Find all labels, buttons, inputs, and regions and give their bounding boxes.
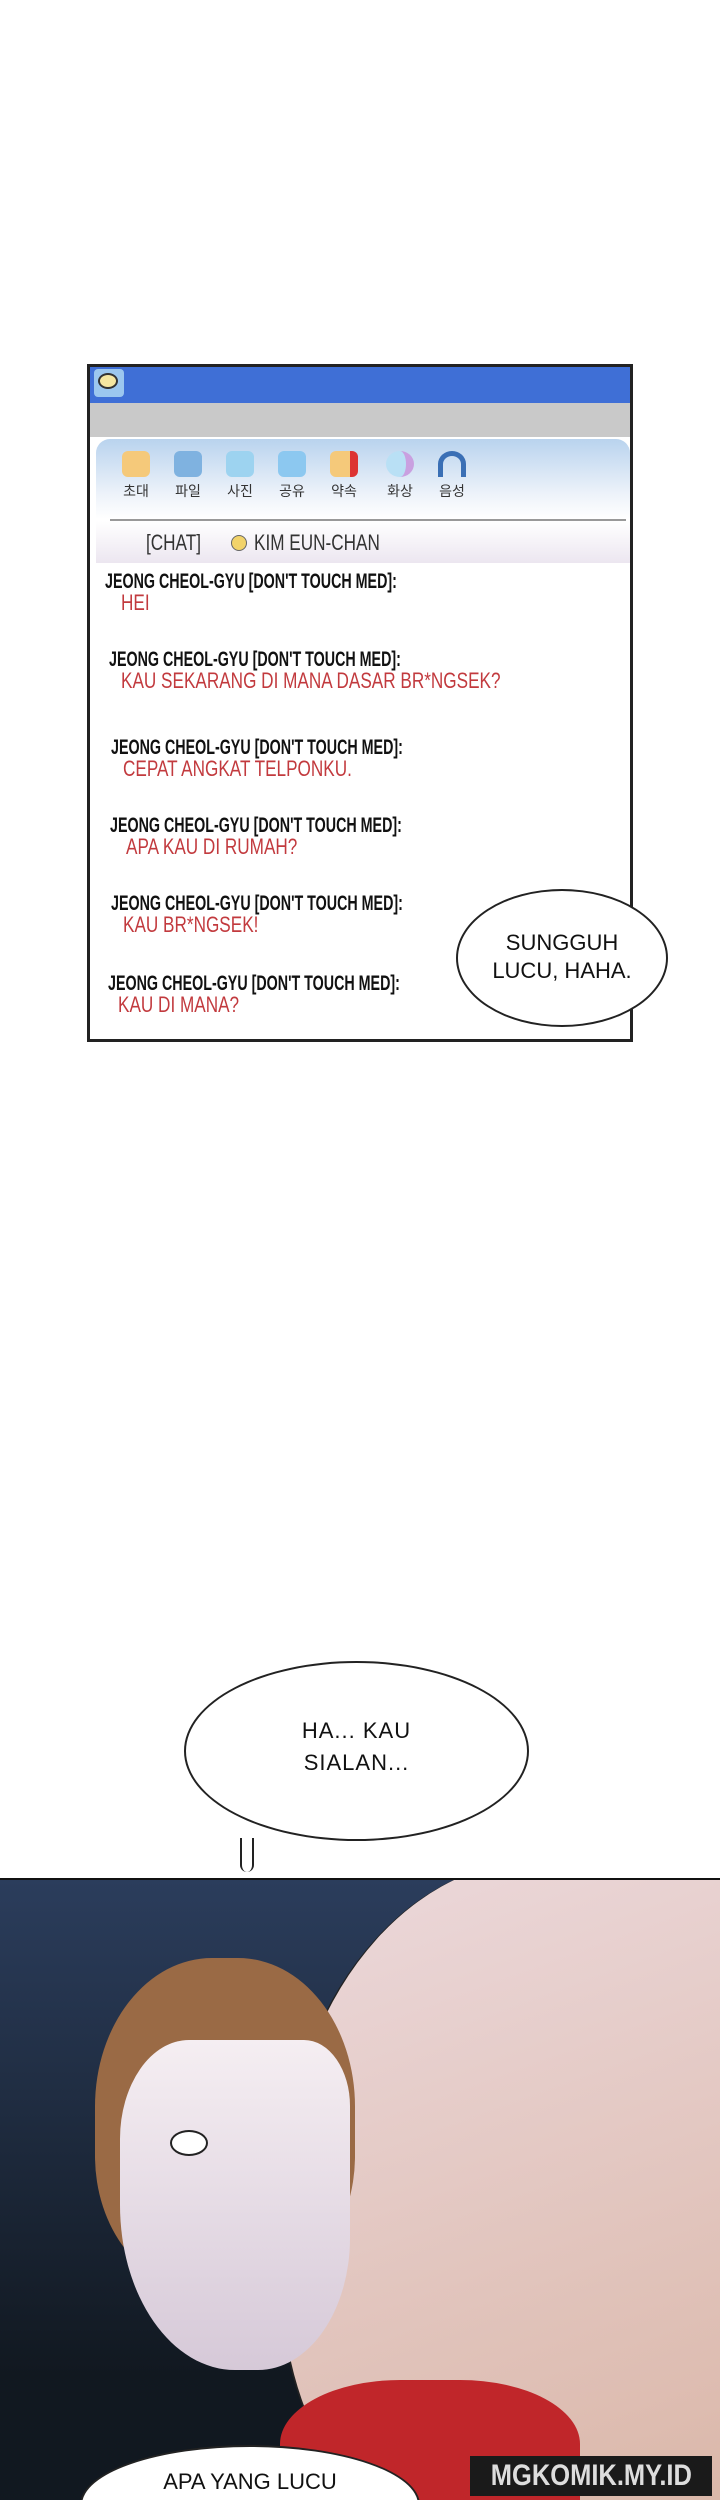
- toolbar-share-button[interactable]: 공유: [272, 451, 312, 501]
- toolbar-invite-button[interactable]: 초대: [116, 451, 156, 501]
- video-icon: [386, 451, 414, 477]
- chat-message: JEONG CHEOL-GYU [DON'T TOUCH MED]:CEPAT …: [111, 736, 403, 781]
- toolbar: 초대 파일 사진 공유 약속 화상 음성: [96, 439, 630, 519]
- chat-message: JEONG CHEOL-GYU [DON'T TOUCH MED]:KAU SE…: [109, 648, 501, 693]
- appointment-icon: [330, 451, 358, 477]
- character-eye: [170, 2130, 208, 2156]
- toolbar-photo-button[interactable]: 사진: [220, 451, 260, 501]
- menu-bar: [90, 403, 630, 437]
- toolbar-video-button[interactable]: 화상: [380, 451, 420, 501]
- photo-icon: [226, 451, 254, 477]
- bubble-text: HA... KAU: [301, 1718, 412, 1743]
- chat-message: JEONG CHEOL-GYU [DON'T TOUCH MED]:APA KA…: [110, 814, 402, 859]
- speech-bubble: HA... KAU SIALAN...: [184, 1661, 529, 1841]
- bubble-text: LUCU, HAHA.: [492, 958, 632, 983]
- chat-window: 초대 파일 사진 공유 약속 화상 음성 [CHAT] KIM EUN-CHAN…: [87, 364, 633, 1042]
- character-face: [120, 2040, 350, 2370]
- share-icon: [278, 451, 306, 477]
- app-logo-icon: [94, 369, 124, 397]
- invite-icon: [122, 451, 150, 477]
- toolbar-appointment-button[interactable]: 약속: [324, 451, 364, 501]
- contact-name: KIM EUN-CHAN: [254, 530, 380, 555]
- bubble-text: SUNGGUH: [505, 930, 619, 955]
- bubble-text: SIALAN...: [303, 1750, 410, 1775]
- comic-panel: APA YANG LUCU MGKOMIK.MY.ID: [0, 1878, 720, 2500]
- bubble-tail: [240, 1838, 254, 1872]
- voice-headset-icon: [438, 451, 466, 477]
- speech-bubble: SUNGGUH LUCU, HAHA.: [456, 889, 668, 1027]
- chat-header: [CHAT] KIM EUN-CHAN: [96, 521, 630, 563]
- toolbar-file-button[interactable]: 파일: [168, 451, 208, 501]
- file-icon: [174, 451, 202, 477]
- divider: [110, 519, 626, 521]
- contact-status-icon: [231, 535, 247, 551]
- chat-message: JEONG CHEOL-GYU [DON'T TOUCH MED]:HEI: [105, 570, 397, 615]
- chat-message: JEONG CHEOL-GYU [DON'T TOUCH MED]:KAU BR…: [111, 892, 403, 937]
- title-bar: [90, 367, 630, 403]
- toolbar-voice-button[interactable]: 음성: [432, 451, 472, 501]
- chat-message: JEONG CHEOL-GYU [DON'T TOUCH MED]:KAU DI…: [108, 972, 400, 1017]
- chat-tag: [CHAT]: [146, 530, 201, 555]
- watermark: MGKOMIK.MY.ID: [470, 2456, 712, 2496]
- bubble-text: APA YANG LUCU: [163, 2469, 337, 2494]
